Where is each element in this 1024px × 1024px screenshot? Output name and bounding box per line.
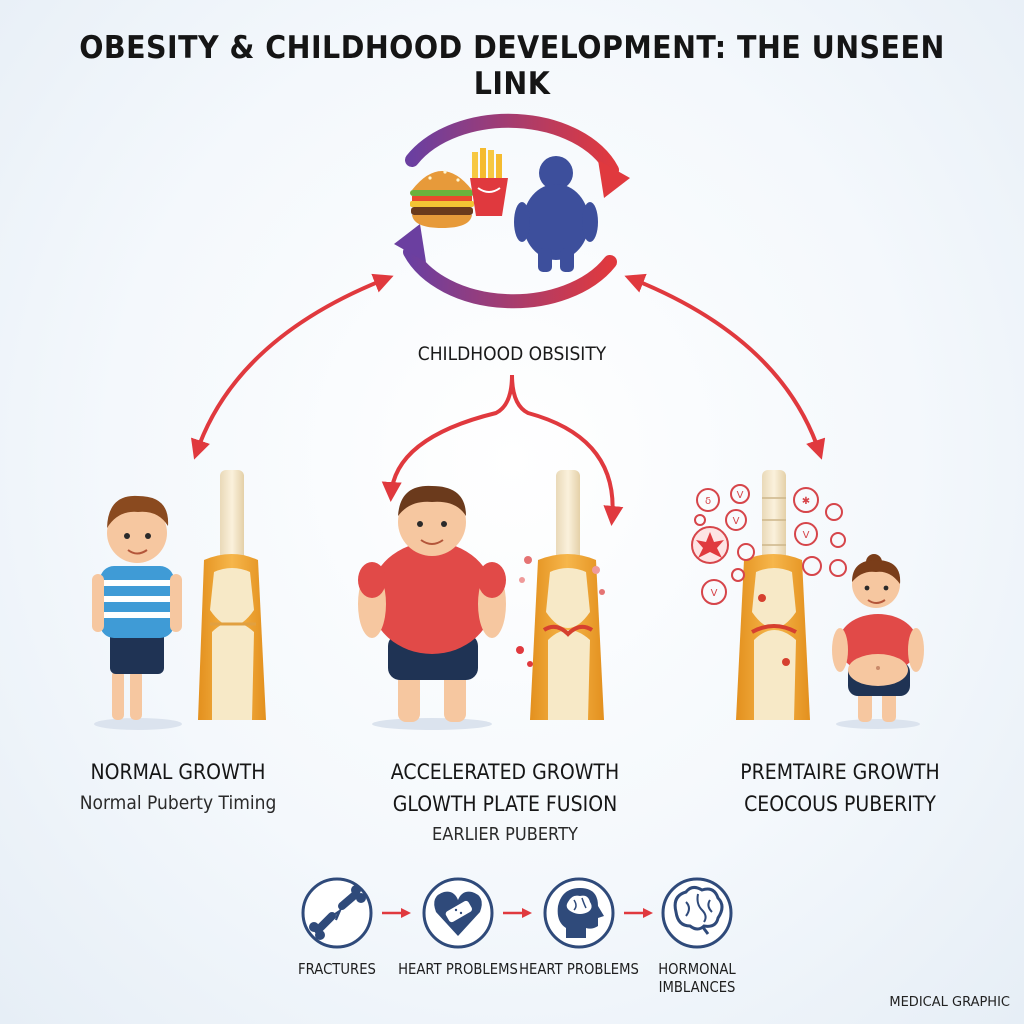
heart-problems-label: HEART PROBLEMS — [398, 960, 518, 978]
hub-label: CHILDHOOD OBSISITY — [417, 343, 607, 365]
obese-child-figure — [358, 485, 506, 730]
normal-child-figure — [92, 495, 182, 730]
fractures-label: FRACTURES — [298, 960, 376, 978]
svg-text:V: V — [733, 516, 740, 527]
heart-problems-label-2: HEART PROBLEMS — [519, 960, 639, 978]
hormone-glyphs: δVV VV✱ — [696, 490, 810, 599]
column-normal-subtitle: Normal Puberty Timing — [79, 792, 277, 814]
column-normal-text: NORMAL GROWTH Normal Puberty Timing — [28, 760, 328, 814]
fries-icon — [470, 148, 508, 216]
footer-credit: MEDICAL GRAPHIC — [889, 995, 1010, 1010]
girl-figure — [832, 554, 924, 729]
column-accelerated-title: ACCELERATED GROWTH — [390, 760, 620, 784]
column-accelerated-text: ACCELERATED GROWTH GLOWTH PLATE FUSION E… — [355, 760, 655, 845]
column-accelerated-subtitle: GLOWTH PLATE FUSION — [392, 792, 618, 816]
premature-growth-plate-bone — [736, 470, 810, 720]
column-premature-subtitle: CEOCOUS PUBERITY — [744, 792, 936, 816]
svg-text:V: V — [803, 530, 810, 541]
svg-text:V: V — [737, 490, 744, 501]
column-normal-title: NORMAL GROWTH — [90, 760, 266, 784]
page-title: OBESITY & CHILDHOOD DEVELOPMENT: THE UNS… — [79, 30, 945, 102]
hormonal-imbalances-label: HORMONAL IMBLANCES — [658, 960, 736, 996]
brain-icon — [661, 877, 733, 949]
head-brain-icon — [543, 877, 615, 949]
normal-growth-plate-bone — [198, 470, 266, 720]
column-premature-title: PREMTAIRE GROWTH — [740, 760, 940, 784]
cycle-arrows — [394, 113, 630, 309]
bandaged-heart-icon — [422, 877, 494, 949]
column-accelerated-note: EARLIER PUBERTY — [432, 824, 578, 845]
svg-text:V: V — [711, 588, 718, 599]
accelerated-growth-plate-bone — [516, 470, 605, 720]
connector-arrows — [190, 273, 826, 526]
column-premature-text: PREMTAIRE GROWTH CEOCOUS PUBERITY — [690, 760, 990, 816]
svg-text:δ: δ — [705, 496, 711, 507]
burger-icon — [410, 170, 474, 228]
svg-text:✱: ✱ — [802, 496, 810, 507]
obese-child-silhouette — [514, 156, 598, 272]
broken-bone-icon — [301, 877, 373, 949]
